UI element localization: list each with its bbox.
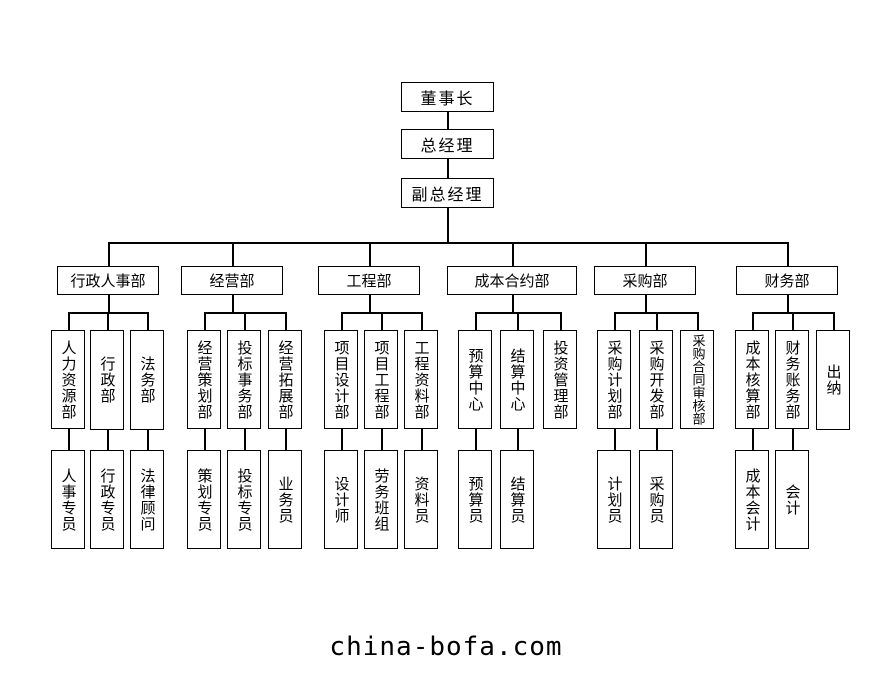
connector-bus-unit (421, 312, 423, 330)
staff-box: 法律顾问 (130, 450, 164, 549)
connector-unit-staff (68, 429, 70, 450)
connector-bus-unit (752, 312, 754, 330)
staff-box: 设计师 (324, 450, 358, 549)
connector-unit-staff (614, 429, 616, 450)
connector-unit-staff (147, 429, 149, 450)
staff-box: 资料员 (404, 450, 438, 549)
connector-bus-dept (512, 242, 514, 267)
connector-dept-bus (108, 242, 789, 244)
connector-dept-units (232, 295, 234, 312)
connector-bus-unit (614, 312, 616, 330)
connector-bus-unit (285, 312, 287, 330)
connector-bus-unit (341, 312, 343, 330)
staff-box: 计划员 (597, 450, 631, 549)
unit-box: 投资管理部 (543, 330, 577, 429)
unit-box: 采购合同审核部 (680, 330, 714, 429)
connector-unit-staff (107, 429, 109, 450)
dept-box: 工程部 (318, 266, 420, 295)
connector-gm-deputy (447, 159, 449, 178)
staff-box: 业务员 (268, 450, 302, 549)
connector-bus-unit (697, 312, 699, 330)
connector-bus-unit (833, 312, 835, 330)
dept-box: 采购部 (594, 266, 696, 295)
connector-unit-staff (285, 429, 287, 450)
connector-bus-dept (369, 242, 371, 267)
connector-bus-unit (517, 312, 519, 330)
general-manager-box: 总经理 (401, 129, 494, 159)
unit-box: 预算中心 (458, 330, 492, 429)
connector-dept-units (369, 295, 371, 312)
connector-bus-dept (787, 242, 789, 267)
staff-box: 采购员 (639, 450, 673, 549)
connector-bus-unit (68, 312, 70, 330)
connector-unit-staff (752, 429, 754, 450)
connector-bus-unit (147, 312, 149, 330)
connector-unit-staff (656, 429, 658, 450)
connector-bus-unit (560, 312, 562, 330)
staff-box: 结算员 (500, 450, 534, 549)
unit-box: 行政部 (90, 330, 124, 430)
unit-box: 工程资料部 (404, 330, 438, 429)
connector-bus-unit (656, 312, 658, 330)
unit-box: 采购计划部 (597, 330, 631, 429)
connector-unit-staff (381, 429, 383, 450)
connector-bus-unit (204, 312, 206, 330)
staff-box: 人事专员 (51, 450, 85, 549)
unit-box: 法务部 (130, 330, 164, 430)
staff-box: 成本会计 (735, 450, 769, 549)
connector-dept-units (787, 295, 789, 312)
unit-box: 项目设计部 (324, 330, 358, 429)
deputy-gm-box: 副总经理 (401, 178, 494, 208)
dept-box: 行政人事部 (57, 266, 159, 295)
dept-box: 财务部 (736, 266, 838, 295)
unit-box: 人力资源部 (51, 330, 85, 429)
connector-bus-dept (645, 242, 647, 267)
staff-box: 投标专员 (227, 450, 261, 549)
connector-bus-dept (232, 242, 234, 267)
connector-unit-staff (204, 429, 206, 450)
connector-bus-unit (792, 312, 794, 330)
unit-box: 采购开发部 (639, 330, 673, 429)
footer-watermark: china-bofa.com (329, 632, 563, 662)
connector-chairman-gm (447, 112, 449, 129)
connector-unit-staff (341, 429, 343, 450)
chairman-box: 董事长 (401, 82, 494, 112)
staff-box: 劳务班组 (364, 450, 398, 549)
unit-box: 财务账务部 (775, 330, 809, 429)
connector-bus-unit (475, 312, 477, 330)
dept-box: 成本合约部 (447, 266, 577, 295)
connector-bus-dept (108, 242, 110, 267)
staff-box: 会计 (775, 450, 809, 549)
staff-box: 预算员 (458, 450, 492, 549)
connector-deputy-bus (447, 208, 449, 242)
staff-box: 策划专员 (187, 450, 221, 549)
unit-box: 投标事务部 (227, 330, 261, 429)
connector-unit-staff (475, 429, 477, 450)
connector-unit-staff (421, 429, 423, 450)
connector-unit-staff (792, 429, 794, 450)
connector-dept-units (645, 295, 647, 312)
unit-box: 结算中心 (500, 330, 534, 429)
connector-unit-staff (517, 429, 519, 450)
unit-box: 成本核算部 (735, 330, 769, 429)
connector-dept-units (108, 295, 110, 312)
unit-box: 经营策划部 (187, 330, 221, 429)
connector-bus-unit (381, 312, 383, 330)
connector-bus-unit (107, 312, 109, 330)
unit-box: 出纳 (816, 330, 850, 430)
connector-unit-staff (244, 429, 246, 450)
connector-bus-unit (244, 312, 246, 330)
unit-box: 经营拓展部 (268, 330, 302, 429)
unit-box: 项目工程部 (364, 330, 398, 429)
staff-box: 行政专员 (90, 450, 124, 549)
connector-dept-units (512, 295, 514, 312)
dept-box: 经营部 (181, 266, 283, 295)
